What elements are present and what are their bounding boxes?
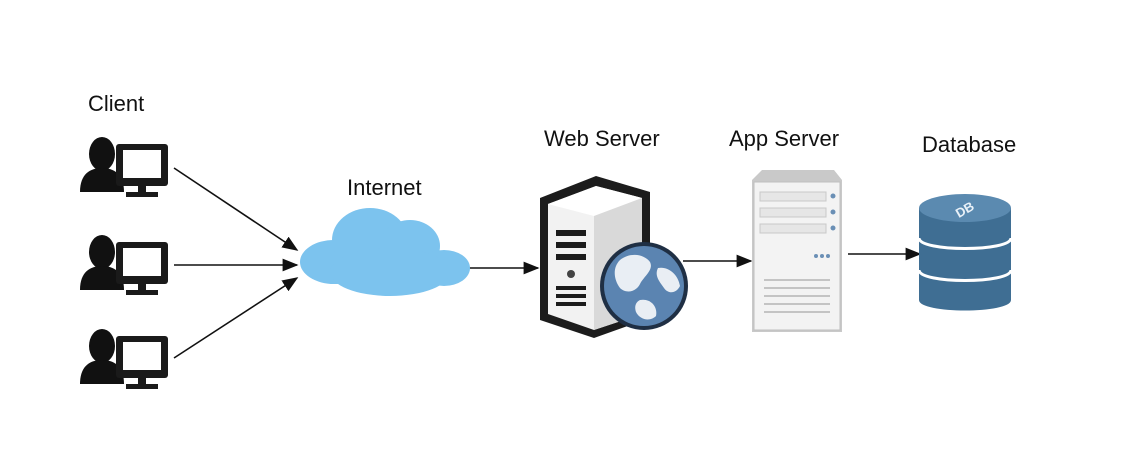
internet-node (300, 208, 470, 296)
client-2 (80, 235, 168, 295)
person-icon (80, 137, 124, 192)
monitor-icon (116, 144, 168, 197)
database-label: Database (922, 132, 1017, 157)
client-label: Client (88, 91, 145, 116)
monitor-icon (116, 242, 168, 295)
internet-label: Internet (347, 175, 422, 200)
database-cylinder-icon: DB (917, 194, 1013, 311)
person-icon (80, 235, 124, 290)
server-tower-icon (752, 170, 842, 332)
client-3 (80, 329, 168, 389)
user-computer-icon (80, 235, 168, 295)
globe-icon (600, 242, 688, 330)
web-server-node (540, 176, 688, 338)
person-icon (80, 329, 124, 384)
web-server-globe-icon (540, 176, 688, 338)
web-server-label: Web Server (544, 126, 660, 151)
client-1 (80, 137, 168, 197)
monitor-icon (116, 336, 168, 389)
app-server-label: App Server (729, 126, 840, 151)
user-computer-icon (80, 329, 168, 389)
user-computer-icon (80, 137, 168, 197)
app-server-node (752, 170, 842, 332)
arrow-client-3-to-internet (173, 277, 299, 359)
database-node: DB (917, 194, 1013, 311)
cloud-icon (300, 208, 470, 296)
arrow-client-1-to-internet (173, 167, 299, 251)
